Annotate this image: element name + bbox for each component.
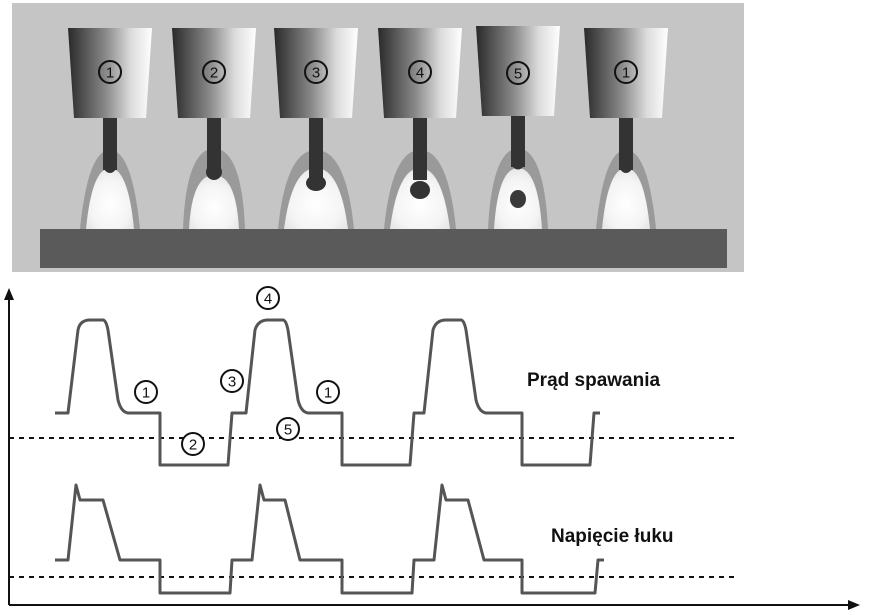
wire-tip: [511, 165, 525, 170]
forming-droplet: [410, 181, 430, 199]
wire-tip: [619, 168, 633, 173]
step-number: 1: [622, 65, 630, 82]
torch-nozzle: [172, 28, 256, 118]
step-marker: [614, 60, 638, 84]
current-label: Prąd spawania: [527, 370, 660, 391]
marker-number: 1: [142, 385, 150, 402]
voltage-waveform: [55, 483, 604, 595]
phase-marker-1: 1: [134, 380, 158, 404]
voltage-label: Napięcie łuku: [551, 526, 674, 547]
step-marker: [304, 60, 328, 84]
step-number: 4: [416, 65, 424, 82]
arc-core: [86, 168, 134, 229]
phase-marker-4: 4: [256, 286, 280, 310]
torch-step-3: 3: [274, 28, 358, 229]
detached-droplet: [510, 190, 526, 208]
step-marker: [506, 61, 530, 85]
torch-nozzle: [274, 28, 358, 118]
wire-electrode: [511, 115, 525, 167]
droplet-transfer-panel: 1 2 3 4: [12, 3, 744, 272]
wire-electrode: [103, 115, 117, 170]
marker-number: 5: [284, 422, 292, 439]
y-axis-arrow: [4, 288, 14, 300]
torch-step-2: 2: [172, 28, 256, 229]
step-marker: [202, 60, 226, 84]
wire-electrode: [309, 115, 323, 180]
torch-nozzle: [378, 28, 462, 118]
step-marker: [98, 60, 122, 84]
marker-number: 2: [189, 437, 197, 454]
arc-core: [284, 168, 348, 229]
step-number: 2: [210, 65, 218, 82]
arc-core: [602, 168, 650, 229]
forming-droplet: [306, 175, 326, 191]
phase-marker-2: 2: [181, 432, 205, 456]
wire-tip: [103, 168, 117, 173]
forming-droplet: [206, 164, 222, 180]
wire-electrode: [413, 115, 427, 180]
step-number: 5: [514, 66, 522, 83]
marker-number: 3: [228, 374, 236, 391]
torch-step-4: 4: [378, 28, 462, 229]
marker-number: 4: [264, 291, 272, 308]
wire-electrode: [207, 115, 221, 170]
wire-electrode: [619, 115, 633, 170]
phase-marker-5: 5: [276, 417, 300, 441]
phase-marker-1-repeat: 1: [316, 380, 340, 404]
current-waveform: [55, 318, 600, 467]
step-number: 1: [106, 65, 114, 82]
torch-nozzle: [68, 28, 152, 118]
marker-number: 1: [324, 385, 332, 402]
torch-nozzle: [476, 26, 560, 116]
arc-core: [189, 175, 239, 229]
workpiece-plate: [40, 229, 727, 268]
step-number: 3: [312, 65, 320, 82]
phase-marker-3: 3: [220, 369, 244, 393]
torch-step-1: 1: [68, 28, 152, 229]
waveform-graph: 1 2 3 4 1 5 Prąd spawania Napięcie łuku: [4, 286, 860, 610]
torch-step-5: 5: [476, 26, 560, 229]
x-axis-arrow: [848, 600, 860, 610]
step-marker: [408, 60, 432, 84]
torch-nozzle: [584, 28, 668, 118]
torch-step-1-repeat: 1: [584, 28, 668, 229]
